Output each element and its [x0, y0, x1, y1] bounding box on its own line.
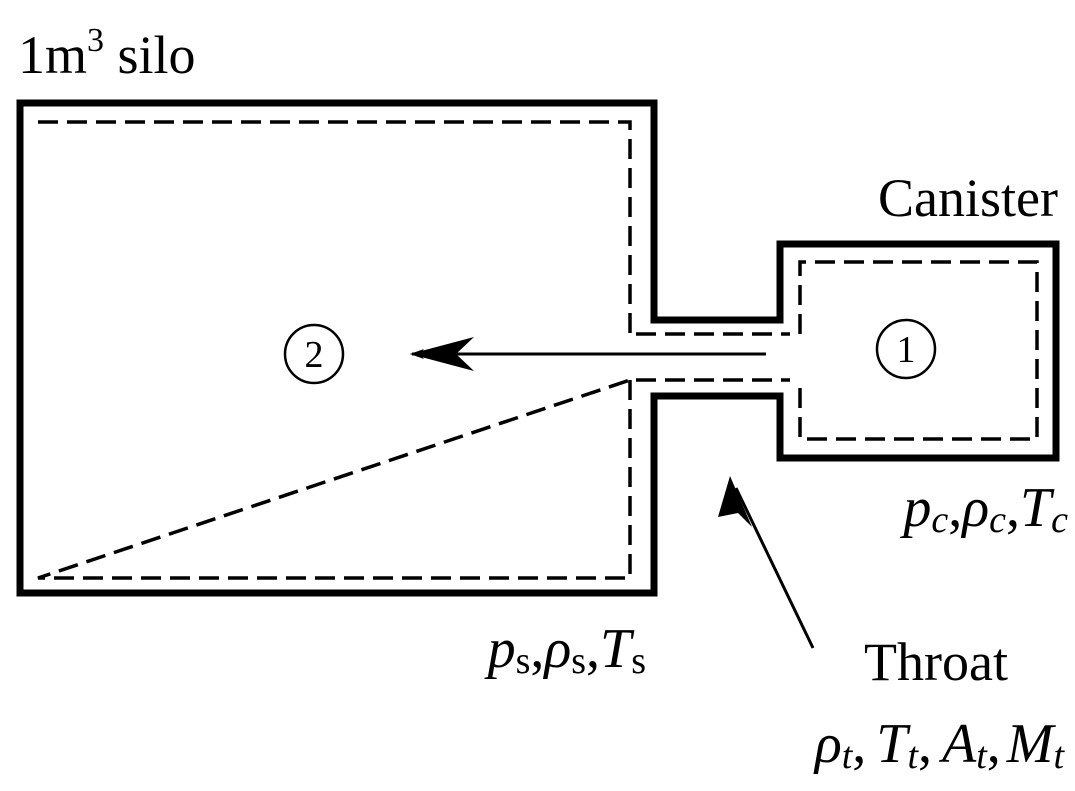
silo-title: 1m3 silo: [18, 22, 196, 85]
throat-title: Throat: [864, 632, 1008, 692]
vessel-outer-wall: [16, 99, 1060, 597]
canister-region-marker: 1: [875, 318, 937, 380]
canister-region-number: 1: [897, 329, 916, 371]
canister-control-boundary: [798, 260, 1039, 441]
canister-title: Canister: [878, 168, 1058, 228]
throat-pointer-arrowhead: [718, 476, 752, 527]
silo-state-labels: ps,ρs,Ts: [484, 618, 646, 682]
throat-state-labels: ρt,Tt,At,Mt: [813, 713, 1066, 777]
throat-pointer-arrow: [734, 487, 815, 649]
silo-region-marker: 2: [283, 323, 345, 385]
flow-arrowhead: [410, 337, 474, 371]
silo-control-boundary: [37, 120, 632, 580]
canister-state-labels: pc,ρc,Tc: [899, 477, 1068, 541]
silo-region-number: 2: [305, 334, 324, 376]
